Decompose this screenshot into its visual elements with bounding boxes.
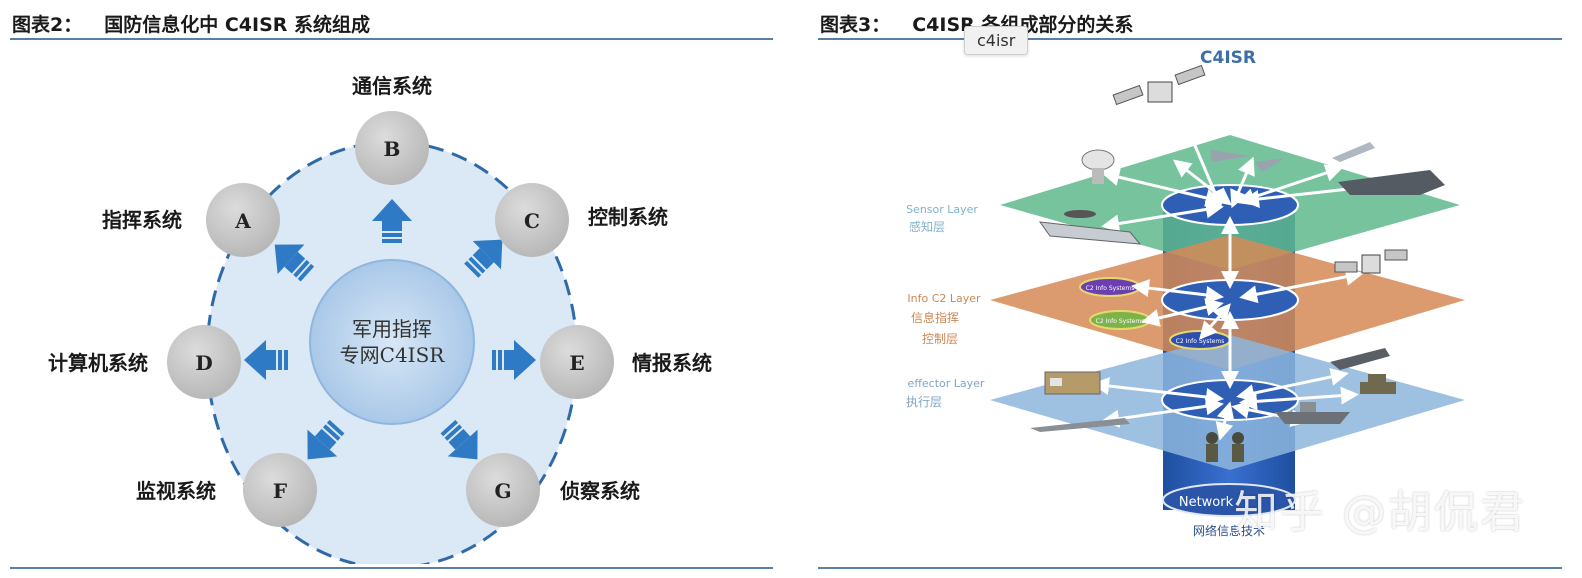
satellite-icon [1112,64,1206,106]
c4isr-composition-diagram: 军用指挥 专网C4ISR A B C D E F G 指挥系统 通信系统 控制系… [48,74,712,564]
network-label: Network [1179,495,1234,510]
center-hub [309,259,475,425]
node-g-label: 侦察系统 [560,479,640,503]
effector-layer-label-cn: 执行层 [906,395,942,409]
c4isr-header-label: C4ISR [1200,48,1256,68]
command-vehicle-icon [1044,371,1101,395]
node-c: C [495,183,569,257]
left-figure-title-text: 国防信息化中 C4ISR 系统组成 [104,14,371,36]
troops-icon [1206,432,1244,462]
c2-info-box-3: C2 Info Systems [1169,330,1231,350]
jet-icon-1 [1332,142,1375,162]
effector-layer-label-en: effector Layer [908,377,985,390]
left-figure-number: 图表2： [12,14,83,36]
hover-tooltip: c4isr [964,26,1029,55]
radar-dish-icon [1081,149,1115,184]
node-a-letter: A [234,209,251,233]
attack-jet-icon [1330,348,1390,370]
c2-info-box-2-label: C2 Info Systems [1096,318,1145,325]
node-e-label: 情报系统 [632,351,712,375]
c4isr-layers-illustration: C4ISR Network 网络信息技术 C2 Info Systems C2 … [906,48,1465,538]
center-label-line1: 军用指挥 [352,317,432,341]
info-c2-layer-label-en: Info C2 Layer [907,292,981,305]
warship-icon [1275,402,1350,424]
satellite-icon-2 [1334,249,1408,274]
node-d-label: 计算机系统 [48,351,148,375]
sensor-layer-label-cn: 感知层 [909,219,945,234]
network-base-ellipse [1162,483,1296,517]
right-figure-number: 图表3： [820,14,891,36]
right-title-rule [818,38,1562,40]
node-c-letter: C [524,209,540,233]
left-bottom-rule [10,567,773,569]
node-d: D [167,325,241,399]
c2-info-box-3-label: C2 Info Systems [1176,338,1225,345]
left-figure-title: 图表2： 国防信息化中 C4ISR 系统组成 [12,10,370,37]
sensor-layer-label-en: Sensor Layer [906,203,978,216]
node-e: E [540,325,614,399]
c2-info-box-1: C2 Info Systems [1079,277,1141,297]
zhihu-watermark: 知乎 @胡侃君 [1234,487,1526,538]
drone-icon-1 [1210,150,1250,162]
node-a: A [206,183,280,257]
node-a-label: 指挥系统 [102,208,182,232]
uav-icon [1030,418,1130,432]
right-bottom-rule [818,567,1562,569]
c2-info-box-1-label: C2 Info Systems [1086,285,1135,292]
awacs-aircraft-icon [1038,210,1142,245]
info-c2-layer-label-cn2: 控制层 [922,332,958,346]
node-d-letter: D [195,351,212,375]
node-f-letter: F [273,479,287,503]
c2-info-box-2: C2 Info Systems [1089,310,1151,330]
center-label-line2: 专网C4ISR [340,343,446,367]
node-b-letter: B [384,137,401,161]
fighter-jet-icon [1338,170,1445,195]
node-b-label: 通信系统 [352,74,432,98]
node-e-letter: E [569,351,584,375]
drone-icon-2 [1255,158,1285,172]
node-f: F [243,453,317,527]
node-c-label: 控制系统 [588,205,668,229]
node-b: B [355,111,429,185]
left-title-rule [10,38,773,40]
info-c2-layer-label-cn1: 信息指挥 [911,310,959,325]
node-g: G [466,453,540,527]
network-tech-label: 网络信息技术 [1193,523,1265,538]
node-g-letter: G [494,479,511,503]
tank-icon [1360,374,1396,394]
node-f-label: 监视系统 [136,479,216,503]
